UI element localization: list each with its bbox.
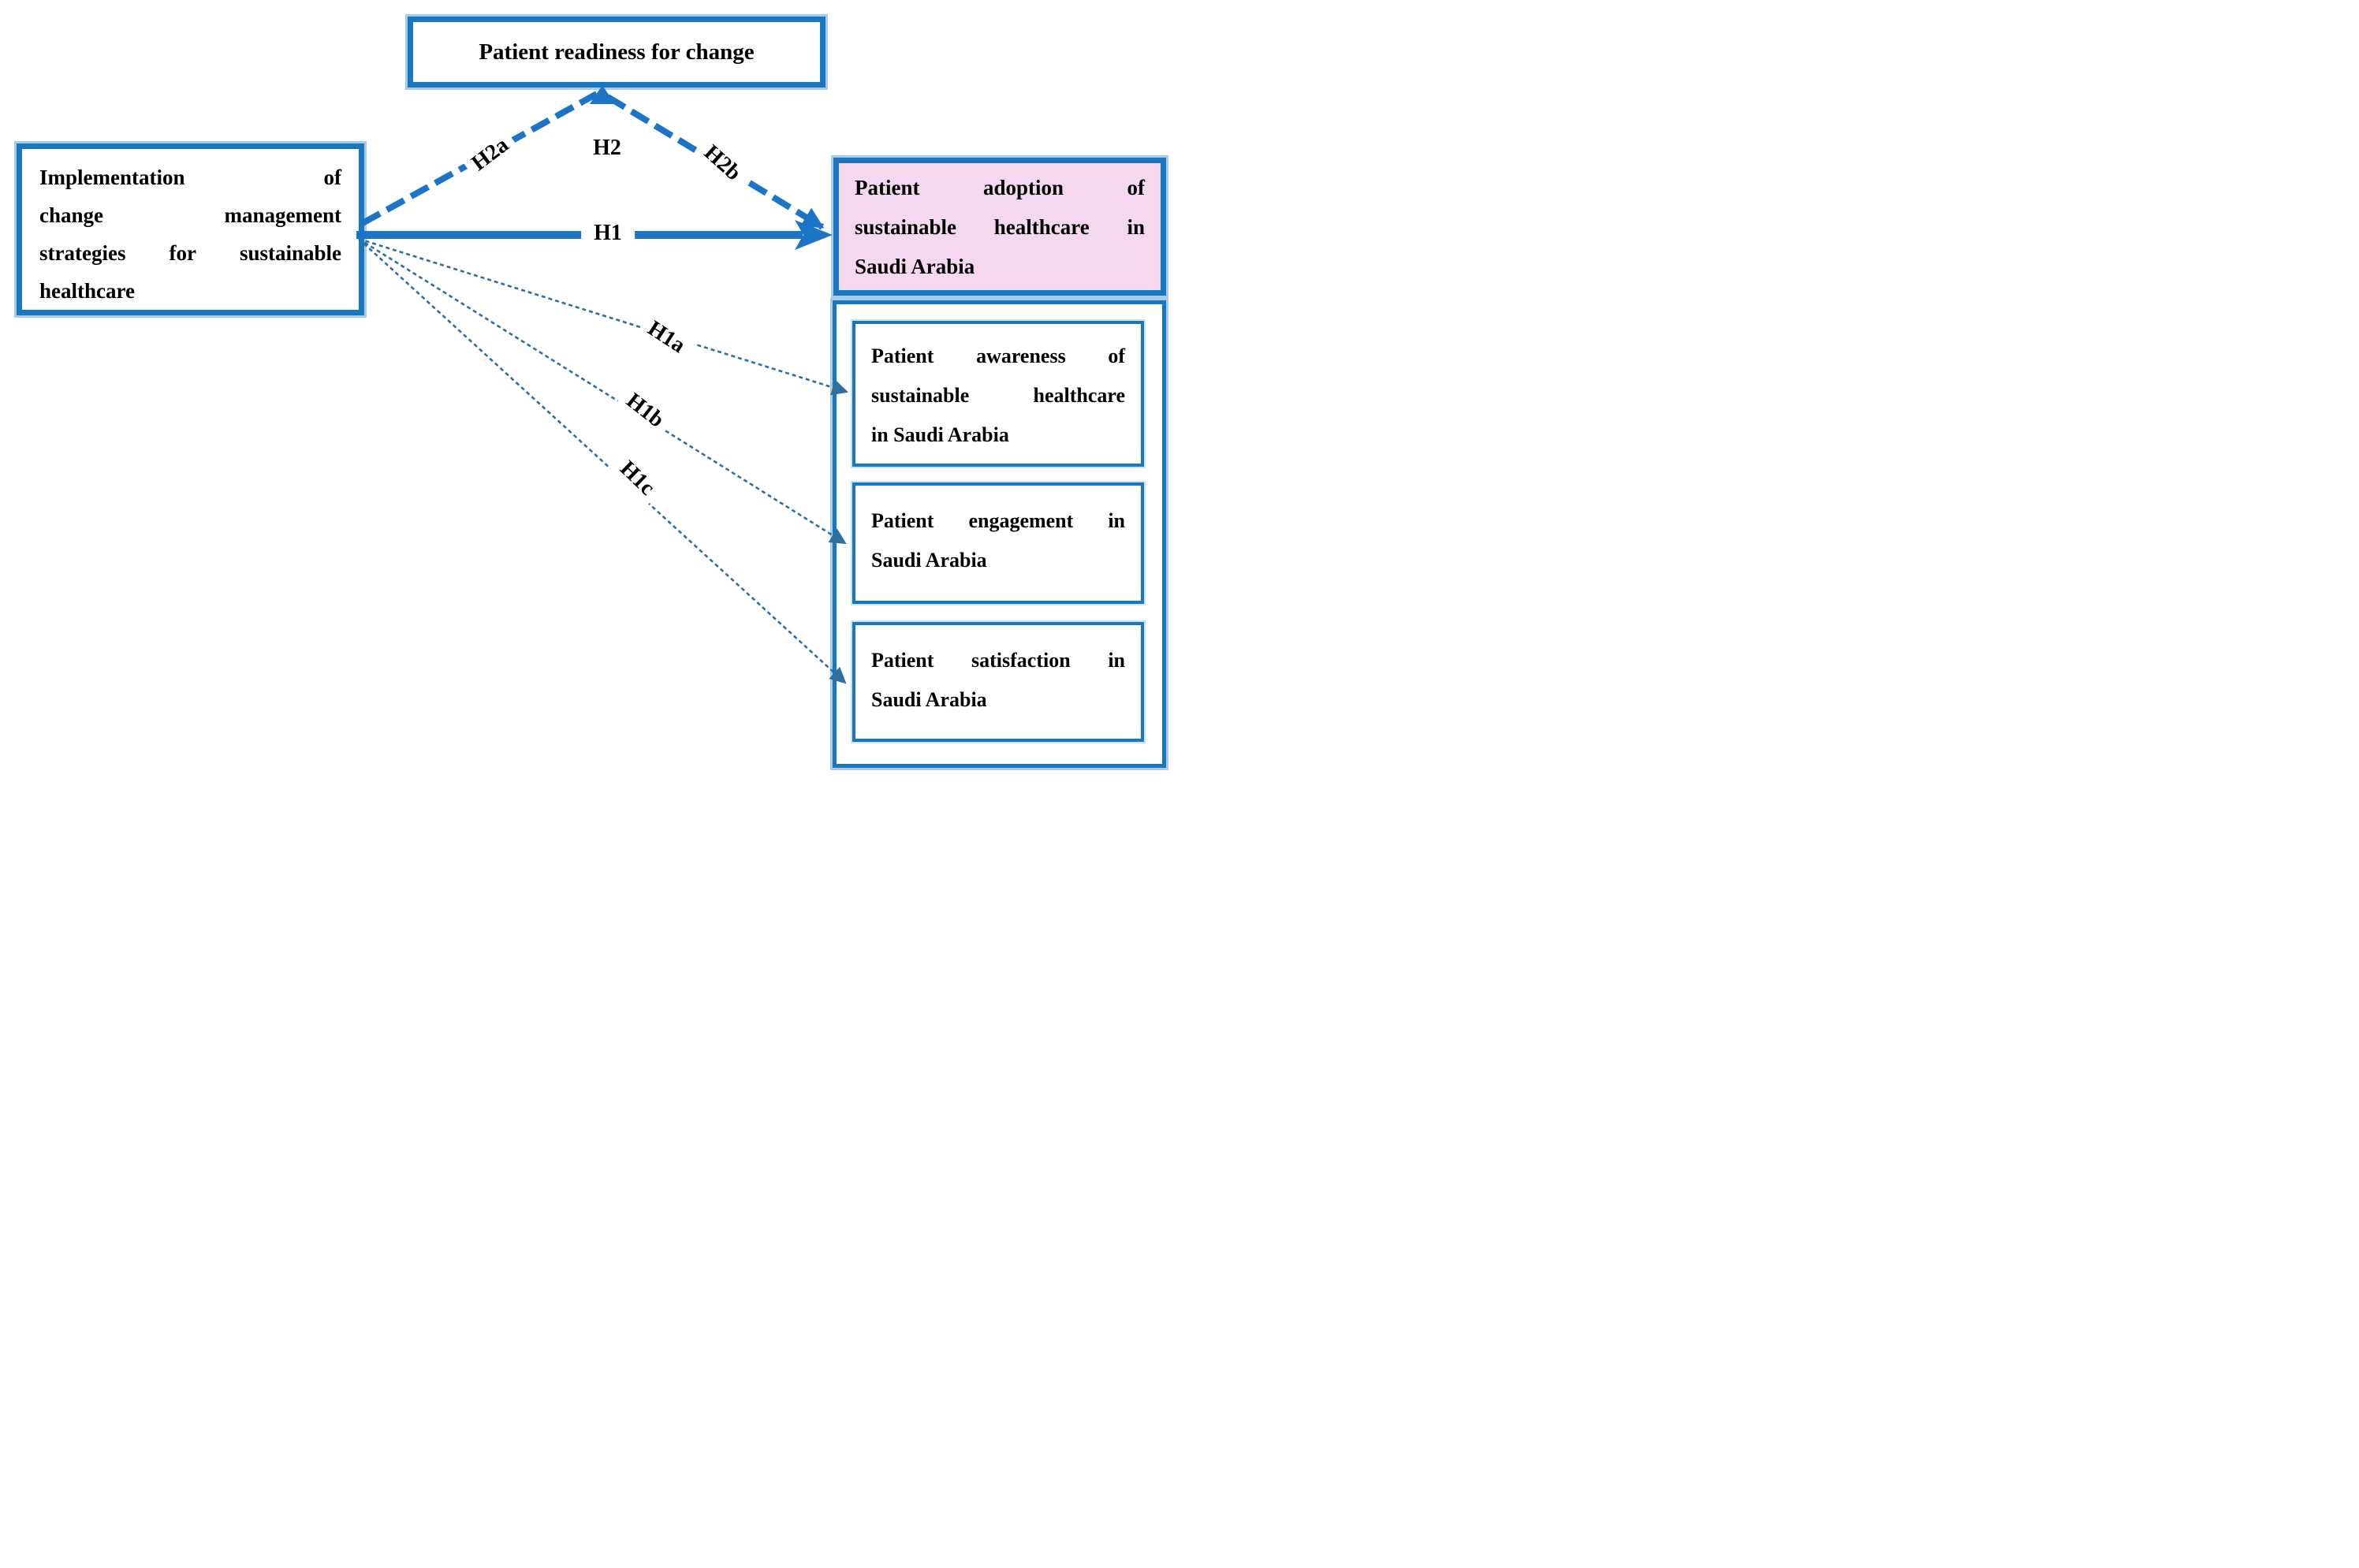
h1a-arrow-line bbox=[358, 237, 848, 396]
label-h2b: H2b bbox=[692, 135, 752, 192]
label-h1: H1 bbox=[581, 220, 635, 247]
text-line: healthcare bbox=[39, 279, 135, 303]
h1b-arrow-line bbox=[358, 237, 847, 545]
h2a-arrowhead-icon bbox=[590, 85, 615, 104]
patient-readiness-text: Patient readiness for change bbox=[479, 39, 755, 65]
text-line: Saudi Arabia bbox=[871, 549, 987, 572]
label-h1c: H1c bbox=[609, 450, 665, 507]
label-h1b: H1b bbox=[615, 383, 675, 438]
box-patient-readiness: Patient readiness for change bbox=[408, 17, 825, 88]
label-h2a: H2a bbox=[460, 128, 520, 181]
h1c-arrow-line bbox=[358, 238, 847, 684]
text-line: Saudi Arabia bbox=[871, 688, 987, 711]
h1-arrowhead-icon bbox=[795, 220, 833, 250]
hypothesis-model-diagram: Patient readiness for change Implementat… bbox=[0, 0, 1180, 784]
label-h2: H2 bbox=[586, 135, 628, 162]
label-h1a: H1a bbox=[636, 311, 696, 363]
text-line: Saudi Arabia bbox=[855, 255, 975, 278]
text-line: in Saudi Arabia bbox=[871, 423, 1009, 446]
